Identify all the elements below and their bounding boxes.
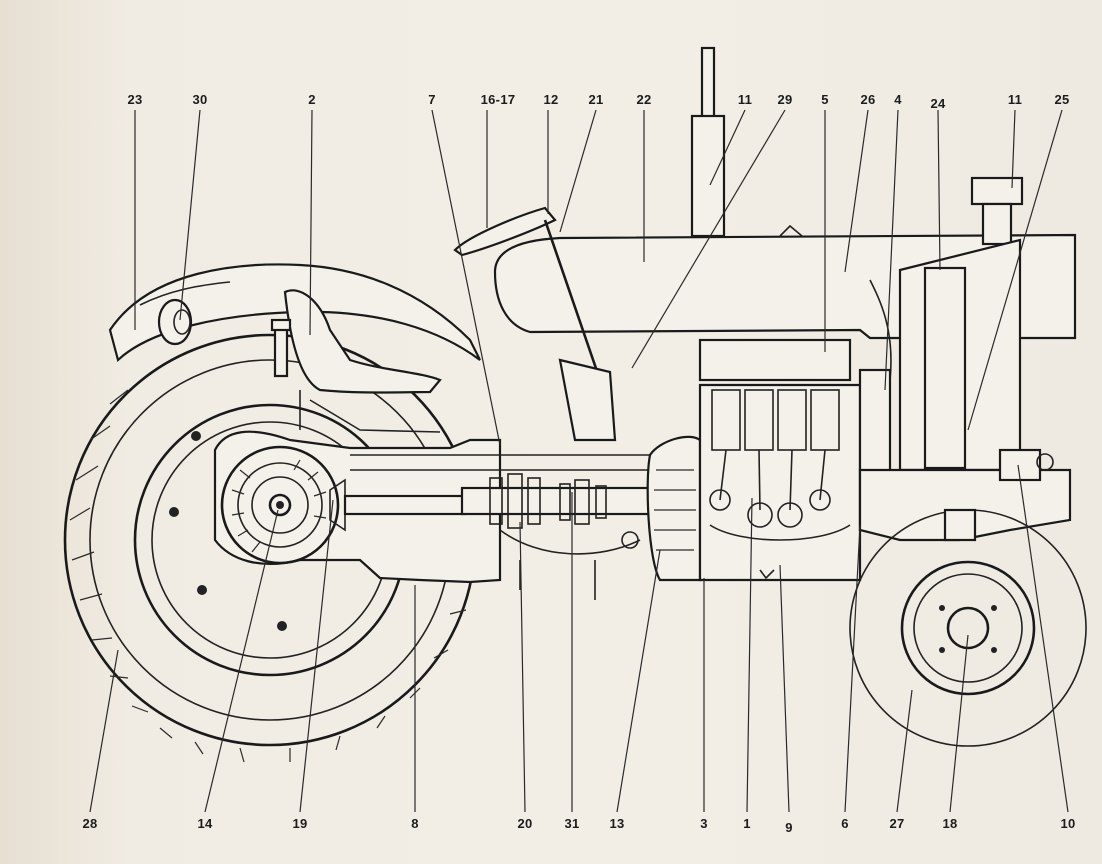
callout-4: 4 [894, 92, 902, 107]
callout-20: 20 [517, 816, 533, 831]
callout-16-17: 16-17 [480, 92, 516, 107]
callout-7: 7 [428, 92, 436, 107]
callout-26: 26 [860, 92, 876, 107]
callout-11-air-cleaner: 11 [1007, 92, 1023, 107]
callout-3: 3 [700, 816, 708, 831]
callout-18: 18 [942, 816, 958, 831]
front-frame [858, 468, 1072, 542]
callout-14: 14 [197, 816, 213, 831]
callout-12: 12 [543, 92, 559, 107]
clutch-housing [646, 435, 702, 582]
callout-8: 8 [411, 816, 419, 831]
callout-28: 28 [82, 816, 98, 831]
callout-10: 10 [1060, 816, 1076, 831]
callout-31: 31 [564, 816, 580, 831]
engine [698, 338, 862, 582]
steering [453, 206, 617, 442]
drive-shaft [343, 454, 664, 516]
callout-19: 19 [292, 816, 308, 831]
callout-1: 1 [743, 816, 751, 831]
gearbox [489, 473, 641, 600]
leader-lines [89, 109, 1069, 813]
radiator [858, 238, 1022, 532]
callout-5: 5 [821, 92, 829, 107]
seat [270, 289, 442, 433]
rear-fender [108, 263, 481, 363]
front-wheel [849, 508, 1087, 747]
callout-27: 27 [889, 816, 905, 831]
callout-25: 25 [1054, 92, 1070, 107]
callout-23: 23 [127, 92, 143, 107]
callout-2: 2 [308, 92, 316, 107]
callout-21: 21 [588, 92, 604, 107]
callout-9: 9 [785, 820, 793, 835]
callout-29: 29 [777, 92, 793, 107]
callout-6: 6 [841, 816, 849, 831]
tail-light [157, 298, 193, 346]
callout-13: 13 [609, 816, 625, 831]
callout-11-exhaust: 11 [737, 92, 753, 107]
callout-22: 22 [636, 92, 652, 107]
callout-30: 30 [192, 92, 208, 107]
callout-24: 24 [930, 96, 946, 111]
exhaust-stack [690, 46, 726, 238]
